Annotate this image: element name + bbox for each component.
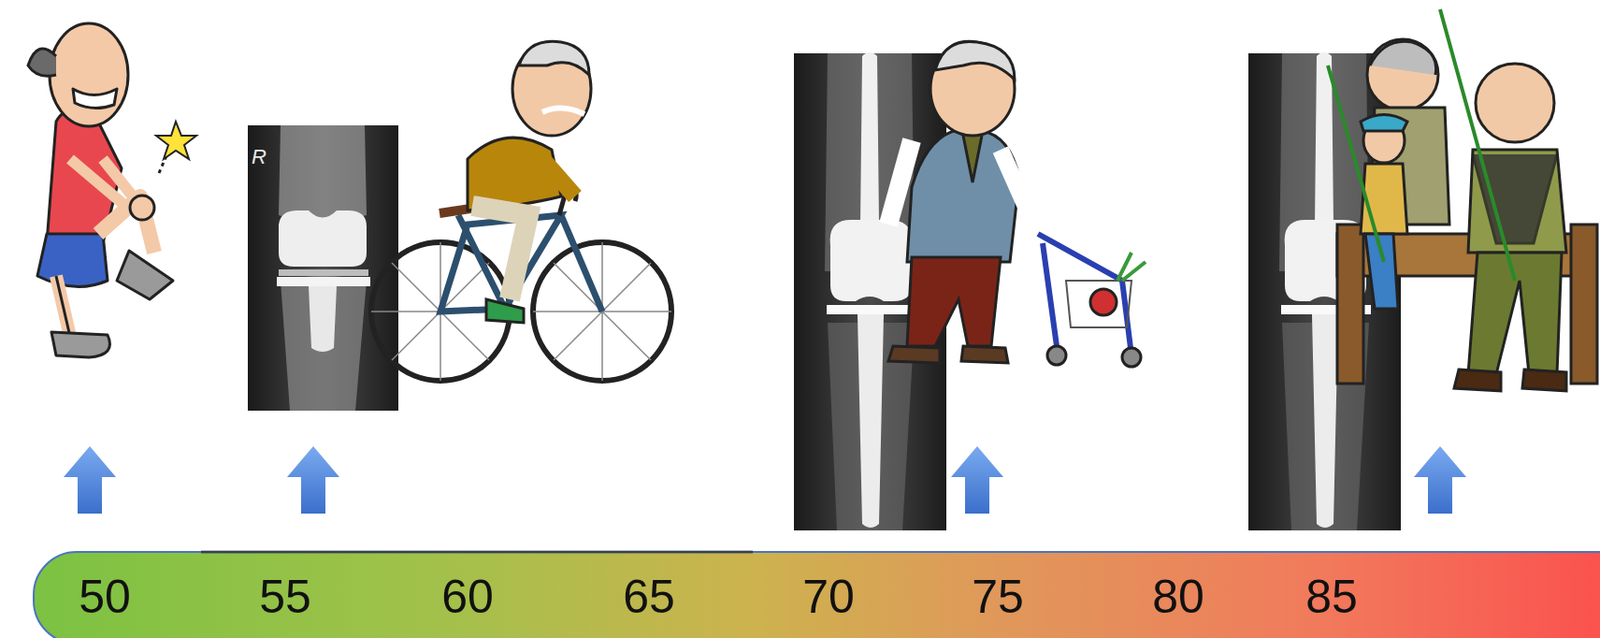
walker-figure — [888, 41, 1146, 367]
age-label: 50 — [78, 573, 131, 620]
pain-figure — [28, 23, 173, 358]
timeline-bar — [33, 551, 1600, 638]
age-label: 55 — [259, 573, 312, 620]
side-marker: R — [251, 146, 267, 168]
cyclist — [371, 41, 672, 381]
age-label: 60 — [441, 573, 494, 620]
age-label: 70 — [802, 573, 855, 620]
age-label: 80 — [1152, 573, 1205, 620]
xray-primary — [247, 125, 399, 411]
age-label: 75 — [971, 573, 1024, 620]
age-label: 65 — [622, 573, 676, 620]
age-label: 85 — [1305, 573, 1358, 620]
fishing-figures — [1327, 9, 1598, 391]
